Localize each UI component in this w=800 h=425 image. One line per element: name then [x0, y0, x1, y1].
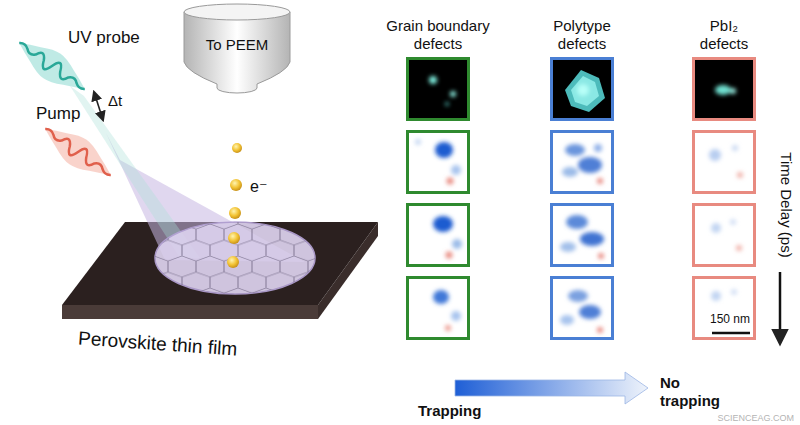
trapping-gradient-arrow — [455, 372, 648, 404]
column-heading: Polytype defects — [542, 17, 622, 53]
lens-label: To PEEM — [206, 36, 269, 53]
grain-boundary-panel: Grain boundary defects — [378, 17, 498, 121]
photoelectrons — [227, 143, 242, 268]
watermark: SCIENCEAG.COM — [717, 413, 794, 424]
scale-bar — [712, 332, 750, 335]
column-heading: Grain boundary defects — [378, 17, 498, 53]
pbi2-panel: PbI₂ defects — [689, 17, 759, 121]
no-trapping-label: No trapping — [660, 374, 732, 410]
grain-boundary-frames — [408, 132, 469, 339]
scale-label: 150 nm — [710, 312, 750, 326]
image-frame — [692, 57, 756, 121]
time-arrow — [779, 272, 782, 343]
image-frame — [406, 57, 470, 121]
delay-arrow — [94, 92, 103, 120]
defect-map — [553, 60, 611, 118]
axis-label: Time Delay (ps) — [777, 145, 795, 265]
trapping-label: Trapping — [418, 402, 481, 420]
grain-grid — [150, 218, 320, 298]
pump-label: Pump — [36, 104, 80, 124]
sample-label: Perovskite thin film — [77, 327, 238, 361]
defect-map — [695, 60, 753, 118]
polytype-frames — [552, 132, 613, 339]
image-frame — [550, 57, 614, 121]
electron-label: e⁻ — [250, 177, 267, 196]
slab-front — [62, 305, 318, 319]
probe-label: UV probe — [68, 28, 140, 48]
polytype-panel: Polytype defects — [542, 17, 622, 121]
peem-column: To PEEM — [182, 2, 292, 94]
pbi2-frames — [694, 132, 755, 339]
defect-map — [409, 60, 467, 118]
delay-label: Δt — [108, 92, 122, 110]
column-heading: PbI₂ defects — [689, 17, 759, 53]
pump-pulse — [37, 117, 120, 187]
